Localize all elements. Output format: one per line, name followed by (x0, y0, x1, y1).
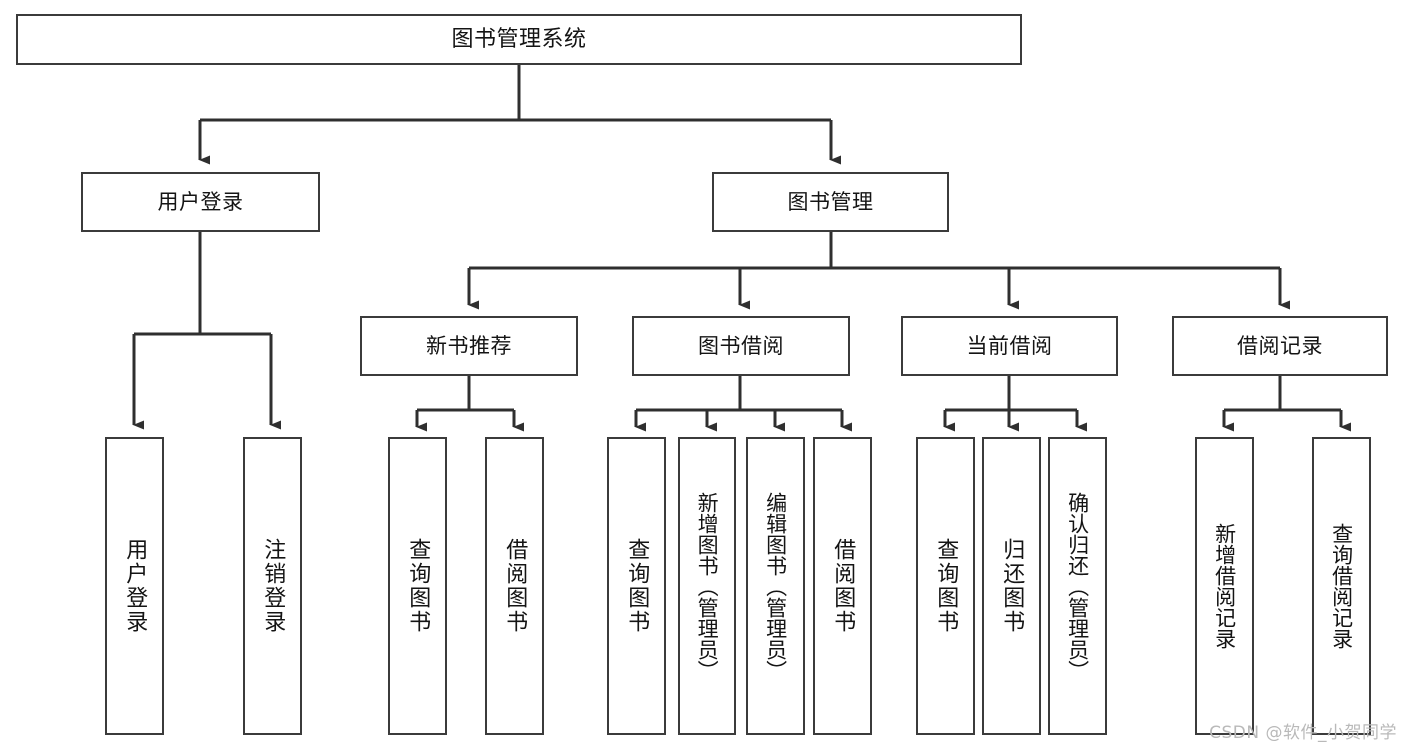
node-leaf-borrow-query-book-label: 查询图书 (624, 538, 650, 634)
node-leaf-borrow-borrow-book[interactable]: 借阅图书 (813, 437, 872, 735)
node-leaf-cur-return-book-label: 归还图书 (999, 538, 1025, 634)
node-leaf-user-logout-label: 注销登录 (260, 538, 286, 634)
node-root[interactable]: 图书管理系统 (16, 14, 1022, 65)
node-current-borrow[interactable]: 当前借阅 (901, 316, 1118, 376)
node-book-manage[interactable]: 图书管理 (712, 172, 949, 232)
node-leaf-cur-confirm-return-label: 确认归还（管理员） (1065, 491, 1090, 681)
node-user-login-label: 用户登录 (157, 189, 244, 214)
node-book-borrow[interactable]: 图书借阅 (632, 316, 850, 376)
node-leaf-user-login-label: 用户登录 (122, 538, 148, 634)
node-leaf-borrow-edit-book[interactable]: 编辑图书（管理员） (746, 437, 805, 735)
edge-bookmanage-to-level3 (467, 232, 1290, 310)
node-leaf-cur-return-book[interactable]: 归还图书 (982, 437, 1041, 735)
node-root-label: 图书管理系统 (451, 26, 587, 52)
node-new-book-rec[interactable]: 新书推荐 (360, 316, 578, 376)
node-leaf-cur-query-book-label: 查询图书 (933, 538, 959, 634)
node-leaf-rec-borrow-book-label: 借阅图书 (502, 538, 528, 634)
node-current-borrow-label: 当前借阅 (966, 333, 1053, 358)
node-book-borrow-label: 图书借阅 (698, 333, 784, 358)
edge-bookborrow-to-leaves (634, 376, 852, 432)
node-leaf-user-login[interactable]: 用户登录 (105, 437, 164, 735)
watermark-text: CSDN @软件_小贺同学 (1209, 723, 1397, 743)
node-user-login[interactable]: 用户登录 (81, 172, 320, 232)
node-leaf-borrow-add-book[interactable]: 新增图书（管理员） (678, 437, 736, 735)
node-leaf-cur-confirm-return[interactable]: 确认归还（管理员） (1048, 437, 1107, 735)
node-leaf-borrow-edit-book-label: 编辑图书（管理员） (763, 491, 788, 681)
edge-newbook-to-leaves (415, 376, 524, 432)
node-leaf-borrow-borrow-book-label: 借阅图书 (830, 538, 856, 634)
node-leaf-rec-query-book[interactable]: 查询图书 (388, 437, 447, 735)
node-leaf-rec-add-record-label: 新增借阅记录 (1212, 523, 1237, 649)
edge-borrowrecord-to-leaves (1222, 376, 1351, 432)
node-borrow-record[interactable]: 借阅记录 (1172, 316, 1388, 376)
node-leaf-rec-query-record-label: 查询借阅记录 (1329, 523, 1354, 649)
node-leaf-borrow-query-book[interactable]: 查询图书 (607, 437, 666, 735)
node-new-book-rec-label: 新书推荐 (426, 333, 512, 358)
node-leaf-borrow-add-book-label: 新增图书（管理员） (695, 491, 720, 681)
node-leaf-rec-add-record[interactable]: 新增借阅记录 (1195, 437, 1254, 735)
node-leaf-cur-query-book[interactable]: 查询图书 (916, 437, 975, 735)
edge-root-to-level2 (198, 65, 841, 165)
node-leaf-rec-query-book-label: 查询图书 (405, 538, 431, 634)
node-borrow-record-label: 借阅记录 (1237, 333, 1323, 358)
edge-currentborrow-to-leaves (943, 376, 1087, 432)
edge-userlogin-to-leaves (132, 232, 281, 430)
node-leaf-rec-query-record[interactable]: 查询借阅记录 (1312, 437, 1371, 735)
node-book-manage-label: 图书管理 (787, 189, 874, 214)
node-leaf-rec-borrow-book[interactable]: 借阅图书 (485, 437, 544, 735)
node-leaf-user-logout[interactable]: 注销登录 (243, 437, 302, 735)
